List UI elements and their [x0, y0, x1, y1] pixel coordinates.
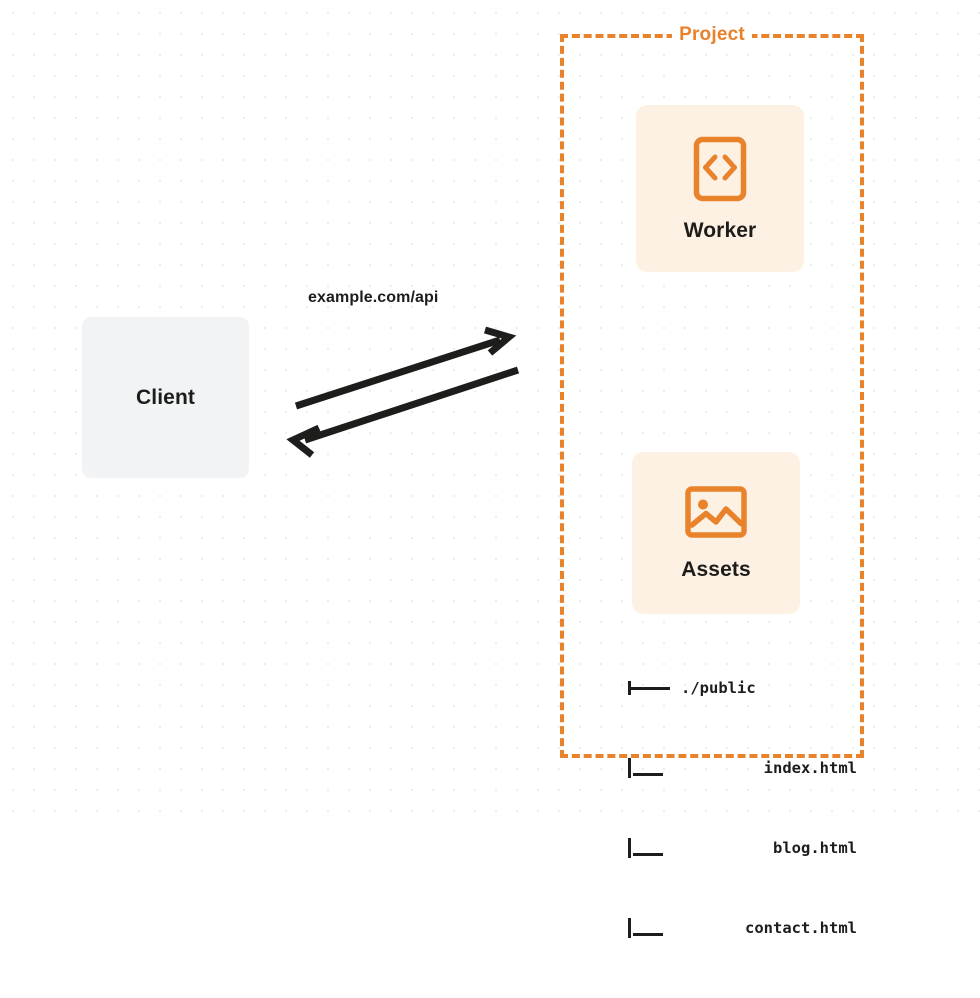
assets-label: Assets [681, 557, 751, 581]
project-title: Project [564, 24, 860, 46]
api-endpoint-label: example.com/api [308, 289, 439, 306]
tree-file-name: contact.html [745, 919, 857, 937]
project-container: Project Worker Assets [560, 24, 864, 938]
tree-row-root: ./public [610, 678, 858, 698]
tree-file-name: blog.html [773, 839, 857, 857]
worker-node[interactable]: Worker [636, 105, 804, 272]
project-title-text: Project [672, 24, 752, 45]
code-brackets-icon [693, 136, 747, 201]
tree-root-name: ./public [681, 679, 756, 697]
tree-branch-file [610, 838, 672, 858]
tree-row-file: index.html [610, 758, 858, 778]
response-arrow [286, 366, 520, 458]
tree-file-name: index.html [763, 759, 857, 777]
tree-row-file: blog.html [610, 838, 858, 858]
image-icon [685, 485, 747, 538]
tree-branch-root [610, 678, 672, 698]
worker-label: Worker [683, 218, 757, 242]
request-arrow [294, 326, 517, 410]
tree-row-file: contact.html [610, 918, 858, 938]
diagram-canvas: Client example.com/api Project Worker [0, 0, 980, 938]
tree-branch-file [610, 758, 672, 778]
client-node: Client [82, 317, 249, 478]
assets-node[interactable]: Assets [632, 452, 800, 614]
file-tree: ./public index.html blog.html [610, 618, 858, 998]
client-label: Client [136, 385, 195, 409]
tree-branch-file [610, 918, 672, 938]
